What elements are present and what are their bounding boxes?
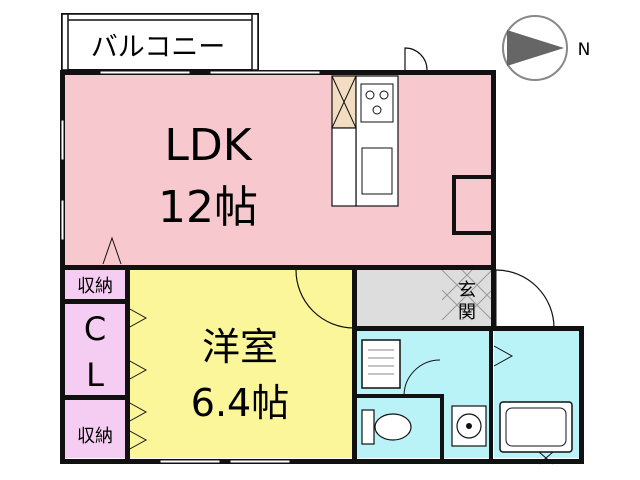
storage-top (64, 270, 126, 300)
entrance-label-2: 関 (458, 302, 476, 323)
ldk-room (64, 74, 492, 266)
closet-doors (127, 307, 148, 451)
western-name: 洋室 (202, 325, 278, 369)
storage-bottom (64, 400, 126, 458)
compass-label: N (578, 40, 591, 60)
balcony-label: バルコニー (91, 32, 225, 63)
storage-top-label: 収納 (77, 276, 113, 297)
windows (60, 70, 321, 464)
toilet-icon (361, 409, 412, 445)
ldk-name: LDK (164, 120, 252, 171)
hallway (356, 270, 442, 326)
closet (64, 304, 126, 396)
washing-machine-space (361, 339, 401, 389)
western-size: 6.4帖 (191, 381, 289, 425)
sink-icon (451, 405, 487, 447)
ldk-size: 12帖 (158, 182, 258, 233)
kitchen-counter (331, 75, 399, 207)
storage-bottom-label: 収納 (77, 426, 113, 447)
western-room (128, 270, 354, 458)
closet-label-c: C (84, 310, 106, 348)
compass-icon: N (502, 15, 591, 81)
entrance-label-1: 玄 (458, 280, 476, 301)
closet-label-l: L (86, 356, 104, 394)
entrance-tile-pattern (441, 269, 493, 321)
balcony: バルコニー (61, 13, 259, 71)
bathtub-icon (499, 401, 573, 453)
